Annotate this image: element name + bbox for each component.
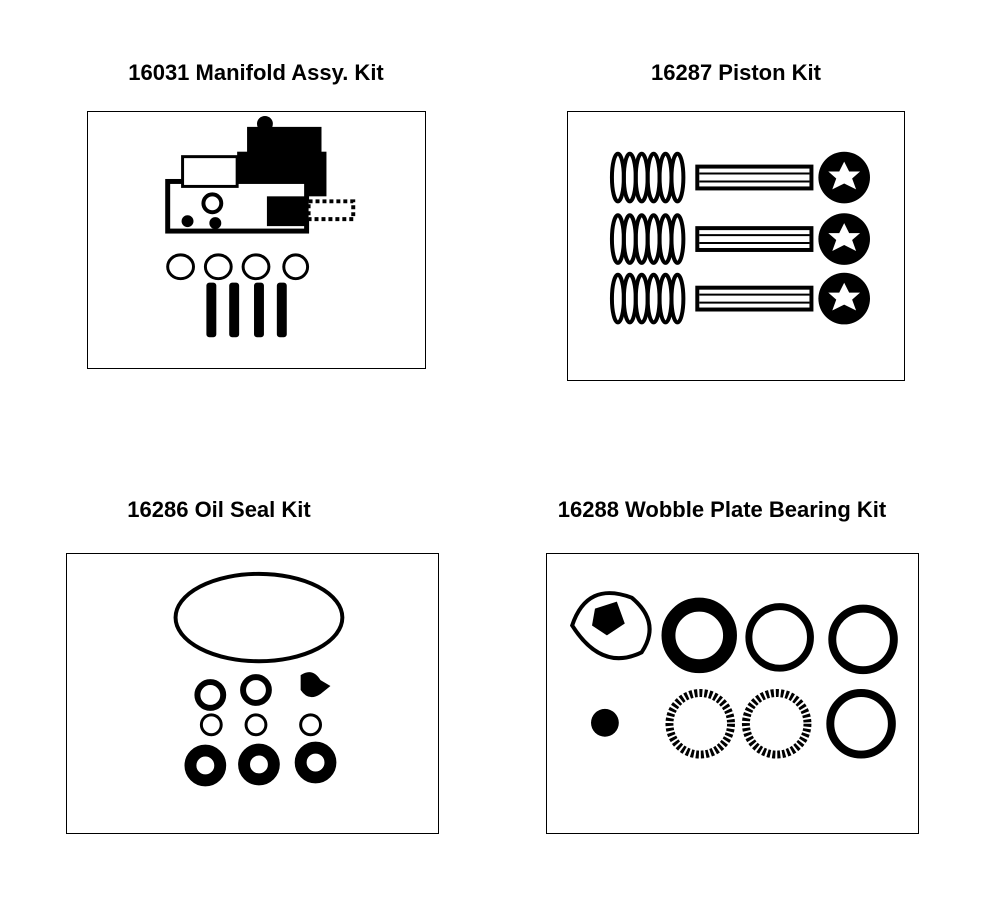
kit-title-wobble-plate: 16288 Wobble Plate Bearing Kit [557,497,887,522]
manifold-kit-image [87,111,426,369]
kit-title-manifold: 16031 Manifold Assy. Kit [128,60,384,85]
wobble-plate-kit-image [546,553,919,834]
oil-seal-kit-image [66,553,439,834]
piston-kit-image [567,111,905,381]
kit-title-oil-seal: 16286 Oil Seal Kit [127,497,311,522]
kit-title-piston: 16287 Piston Kit [651,60,821,85]
